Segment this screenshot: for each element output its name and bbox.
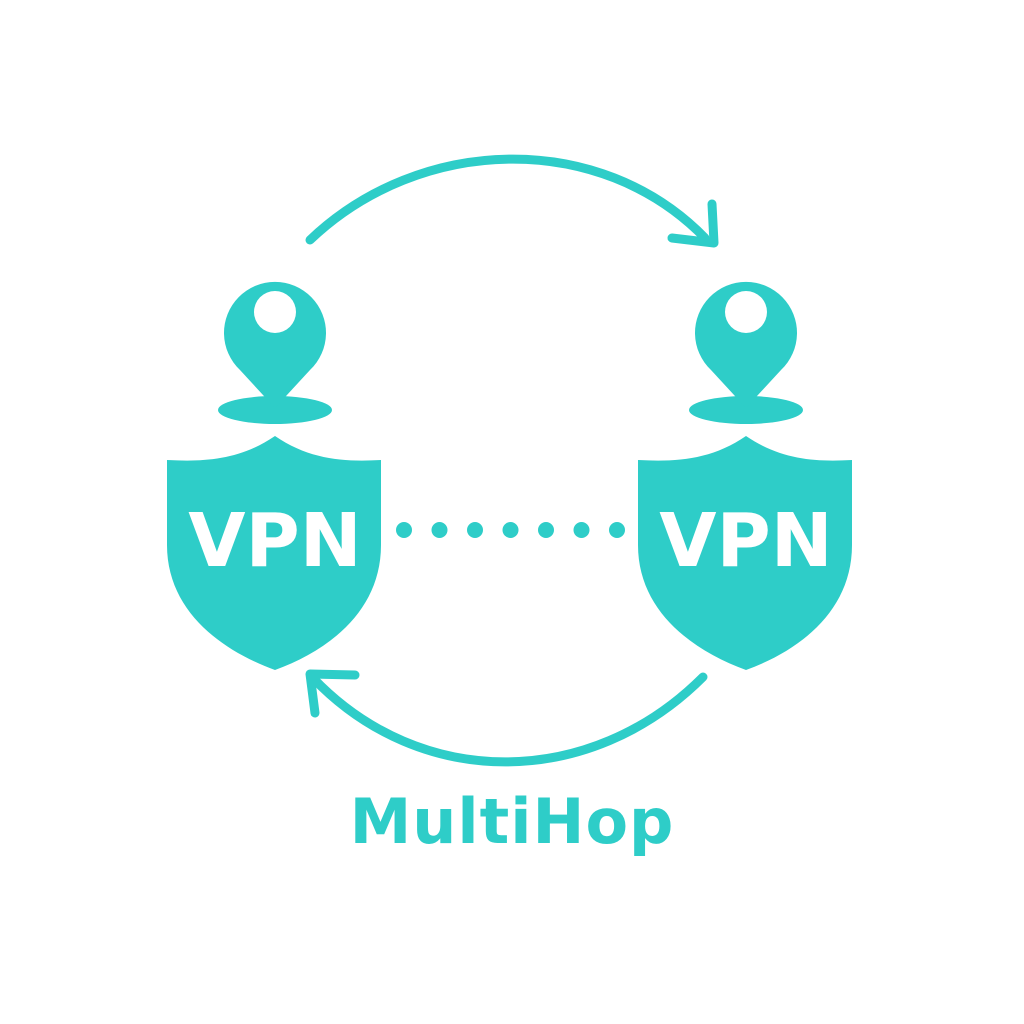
- link-dot: [467, 522, 483, 538]
- location-pin-icon: [223, 281, 326, 408]
- link-dot: [502, 522, 519, 538]
- top-arrow-icon: [305, 154, 719, 248]
- dotted-link: [396, 522, 625, 538]
- link-dot: [538, 522, 554, 538]
- location-pin-icon: [695, 281, 798, 408]
- vpn-label-right: VPN: [659, 498, 832, 584]
- caption-title: MultiHop: [349, 785, 675, 858]
- link-dot: [573, 522, 590, 538]
- shield-icon: [638, 436, 852, 670]
- vpn-node-right: VPN: [638, 281, 852, 670]
- vpn-node-left: VPN: [167, 281, 381, 670]
- pin-base-right: [689, 396, 803, 424]
- pin-base-left: [218, 396, 332, 424]
- bottom-arrow-icon: [305, 669, 708, 767]
- shield-icon: [167, 436, 381, 670]
- link-dot: [431, 522, 448, 538]
- link-dot: [396, 522, 412, 538]
- pin-hole: [254, 291, 296, 333]
- pin-hole: [725, 291, 767, 333]
- vpn-label-left: VPN: [188, 498, 361, 584]
- link-dot: [609, 522, 625, 538]
